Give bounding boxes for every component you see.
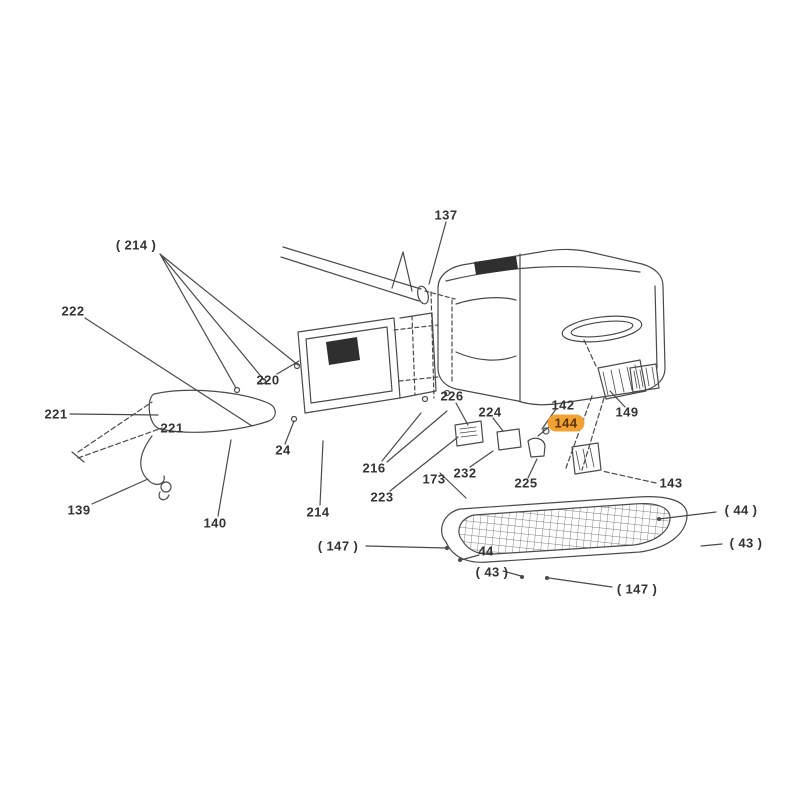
part-label-221-inner[interactable]: 221 (160, 420, 184, 436)
part-label-43-center[interactable]: ( 43 ) (475, 564, 509, 580)
part-label-226[interactable]: 226 (440, 388, 464, 404)
part-label-140[interactable]: 140 (203, 515, 227, 531)
part-label-24[interactable]: 24 (275, 442, 291, 458)
part-label-225[interactable]: 225 (514, 475, 538, 491)
part-label-144-highlighted[interactable]: 144 (547, 414, 585, 432)
part-label-139[interactable]: 139 (67, 502, 91, 518)
part-label-220[interactable]: 220 (256, 372, 280, 388)
part-label-222[interactable]: 222 (61, 303, 85, 319)
part-label-143[interactable]: 143 (659, 475, 683, 491)
part-label-149[interactable]: 149 (615, 404, 639, 420)
part-label-44-right[interactable]: ( 44 ) (724, 502, 758, 518)
part-label-232[interactable]: 232 (453, 465, 477, 481)
part-label-137[interactable]: 137 (434, 207, 458, 223)
part-label-173[interactable]: 173 (422, 471, 446, 487)
part-label-147-bottom[interactable]: ( 147 ) (616, 581, 658, 597)
part-label-214-top[interactable]: ( 214 ) (115, 237, 157, 253)
part-label-223[interactable]: 223 (370, 489, 394, 505)
part-label-216[interactable]: 216 (362, 460, 386, 476)
part-label-147-left[interactable]: ( 147 ) (317, 538, 359, 554)
part-label-221-left[interactable]: 221 (44, 406, 68, 422)
part-label-214-bottom[interactable]: 214 (306, 504, 330, 520)
part-label-44-center[interactable]: 44 (478, 543, 494, 559)
part-label-224[interactable]: 224 (478, 404, 502, 420)
part-label-142[interactable]: 142 (551, 397, 575, 413)
part-label-43-right[interactable]: ( 43 ) (729, 535, 763, 551)
